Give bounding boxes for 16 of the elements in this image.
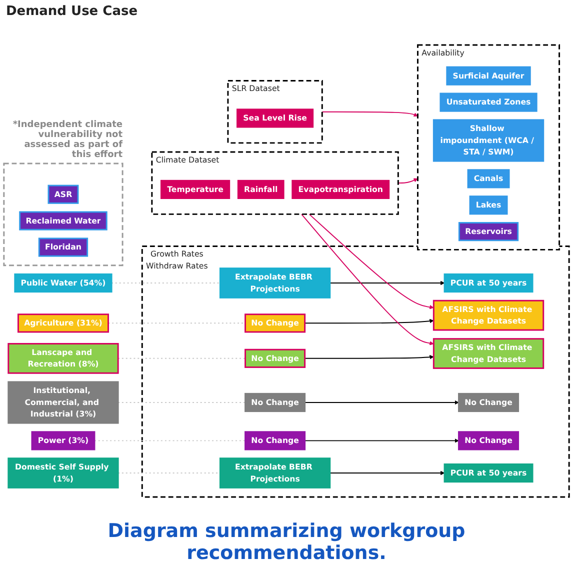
arrow	[304, 318, 434, 324]
arrow	[301, 214, 434, 346]
arrow	[322, 111, 418, 117]
caption: Diagram summarizing workgroup recommendations.	[106, 520, 466, 564]
arrow	[304, 438, 459, 443]
note-text: *Independent climate vulnerability not assessed as part of this effort	[12, 120, 123, 160]
cluster	[3, 162, 124, 266]
arrow	[304, 354, 434, 360]
arrow	[329, 280, 445, 286]
connector	[94, 440, 246, 442]
arrow	[398, 178, 418, 184]
arrow	[304, 400, 459, 405]
connector	[108, 322, 246, 324]
column-heading: Demand Use Case	[6, 4, 138, 19]
arrow	[308, 214, 434, 310]
arrow	[329, 470, 445, 476]
